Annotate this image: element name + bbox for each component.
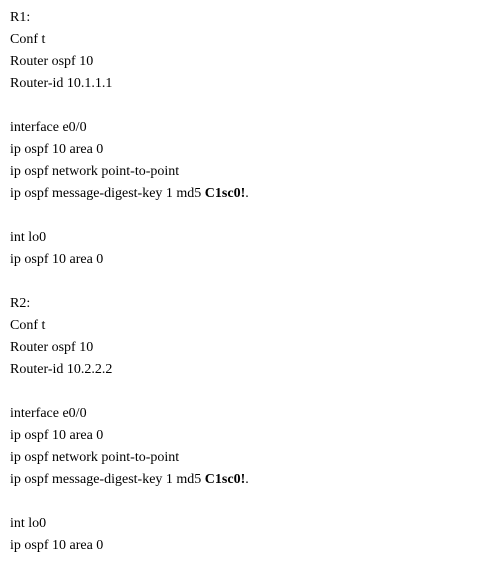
r1-config-block: R1: Conf t Router ospf 10 Router-id 10.1… [10,7,492,271]
r1-router-id-line: Router-id 10.1.1.1 [10,76,113,91]
r2-md5-prefix: ip ospf message-digest-key 1 md5 [10,472,205,487]
spacer [10,381,492,403]
r1-md5-suffix: . [245,186,249,201]
spacer [10,205,492,227]
r1-md5-line: ip ospf message-digest-key 1 md5 C1sc0!. [10,183,492,205]
r2-router-id-line: Router-id 10.2.2.2 [10,362,113,377]
spacer [10,95,492,117]
r1-header: R1: [10,10,31,25]
r2-network-line: ip ospf network point-to-point [10,450,180,465]
r2-router-line: Router ospf 10 [10,340,94,355]
r1-conf-line: Conf t [10,32,46,47]
r2-md5-key: C1sc0! [204,472,246,487]
r2-header: R2: [10,296,31,311]
r2-config-block: R2: Conf t Router ospf 10 Router-id 10.2… [10,293,492,557]
config-document: R1: Conf t Router ospf 10 Router-id 10.1… [10,7,492,557]
r1-router-line: Router ospf 10 [10,54,94,69]
r2-md5-line: ip ospf message-digest-key 1 md5 C1sc0!. [10,469,492,491]
r1-interface-line: interface e0/0 [10,120,87,135]
r1-md5-key: C1sc0! [204,186,246,201]
r1-lo-area-line: ip ospf 10 area 0 [10,252,104,267]
r2-md5-suffix: . [245,472,249,487]
r1-network-line: ip ospf network point-to-point [10,164,180,179]
r1-lo-int-line: int lo0 [10,230,47,245]
spacer [10,271,492,293]
r2-lo-int-line: int lo0 [10,516,47,531]
r1-area-line: ip ospf 10 area 0 [10,142,104,157]
r2-interface-line: interface e0/0 [10,406,87,421]
r2-area-line: ip ospf 10 area 0 [10,428,104,443]
r1-md5-prefix: ip ospf message-digest-key 1 md5 [10,186,205,201]
spacer [10,491,492,513]
r2-conf-line: Conf t [10,318,46,333]
r2-lo-area-line: ip ospf 10 area 0 [10,538,104,553]
